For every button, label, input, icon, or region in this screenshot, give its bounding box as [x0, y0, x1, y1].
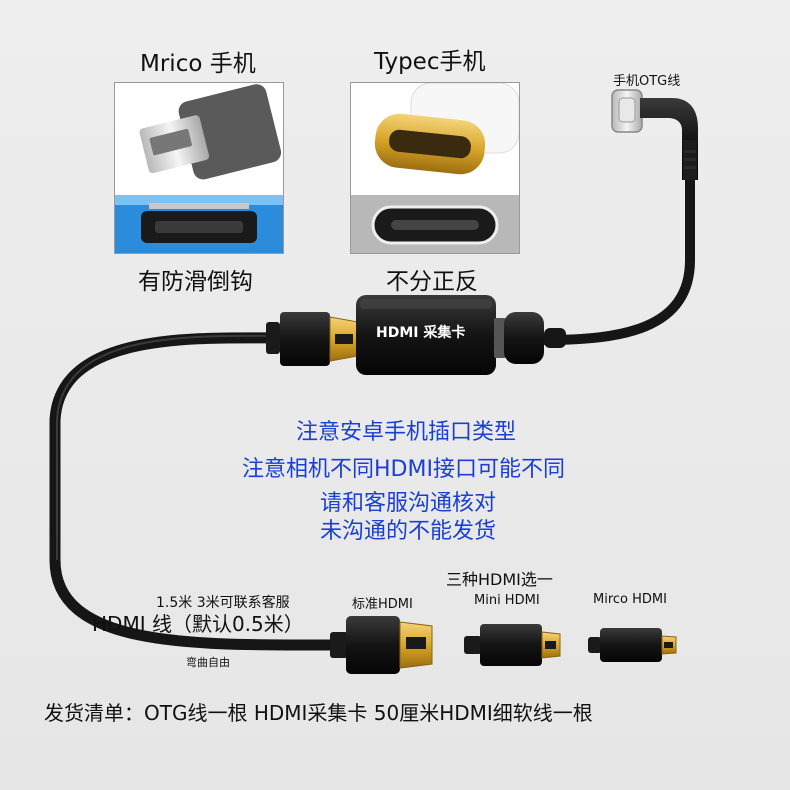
- typec-phone-title: Typec手机: [374, 49, 486, 75]
- otg-usbc-connector: [611, 89, 698, 180]
- hdmi-cable-highlight: [56, 334, 289, 560]
- capture-card-usbc-plug: [494, 312, 566, 364]
- otg-cable-label: 手机OTG线: [613, 74, 681, 89]
- hdmi-cable-name: HDMI 线（默认0.5米）: [92, 612, 304, 636]
- mini-hdmi-label: Mini HDMI: [474, 593, 540, 608]
- hdmi-cable: [49, 332, 351, 651]
- capture-card-label: HDMI 采集卡: [376, 325, 466, 341]
- notice-camera-hdmi: 注意相机不同HDMI接口可能不同: [242, 457, 565, 482]
- mrico-connector-photo: [114, 82, 284, 254]
- standard-hdmi-label: 标准HDMI: [352, 597, 413, 612]
- capture-card-body: [356, 295, 496, 375]
- mrico-phone-title: Mrico 手机: [140, 51, 256, 77]
- cable-length-note: 1.5米 3米可联系客服: [156, 595, 290, 611]
- typec-connector-photo: [350, 82, 520, 254]
- mrico-phone-caption: 有防滑倒钩: [138, 269, 253, 295]
- micro-hdmi-label: Mirco HDMI: [593, 592, 667, 607]
- hdmi-plug-card: [266, 312, 359, 366]
- notice-contact-support: 请和客服沟通核对: [320, 491, 497, 516]
- typec-phone-caption: 不分正反: [386, 269, 478, 295]
- mini-hdmi-plug: [464, 624, 561, 666]
- connector-choice-heading: 三种HDMI选一: [446, 570, 553, 589]
- micro-hdmi-plug: [588, 628, 677, 662]
- otg-cable: [540, 170, 695, 345]
- notice-no-shipping: 未沟通的不能发货: [320, 519, 497, 544]
- standard-hdmi-plug: [330, 616, 433, 674]
- package-list: 发货清单：OTG线一根 HDMI采集卡 50厘米HDMI细软线一根: [44, 701, 593, 725]
- notice-android-port: 注意安卓手机插口类型: [296, 420, 517, 445]
- cable-flex-note: 弯曲自由: [186, 656, 230, 669]
